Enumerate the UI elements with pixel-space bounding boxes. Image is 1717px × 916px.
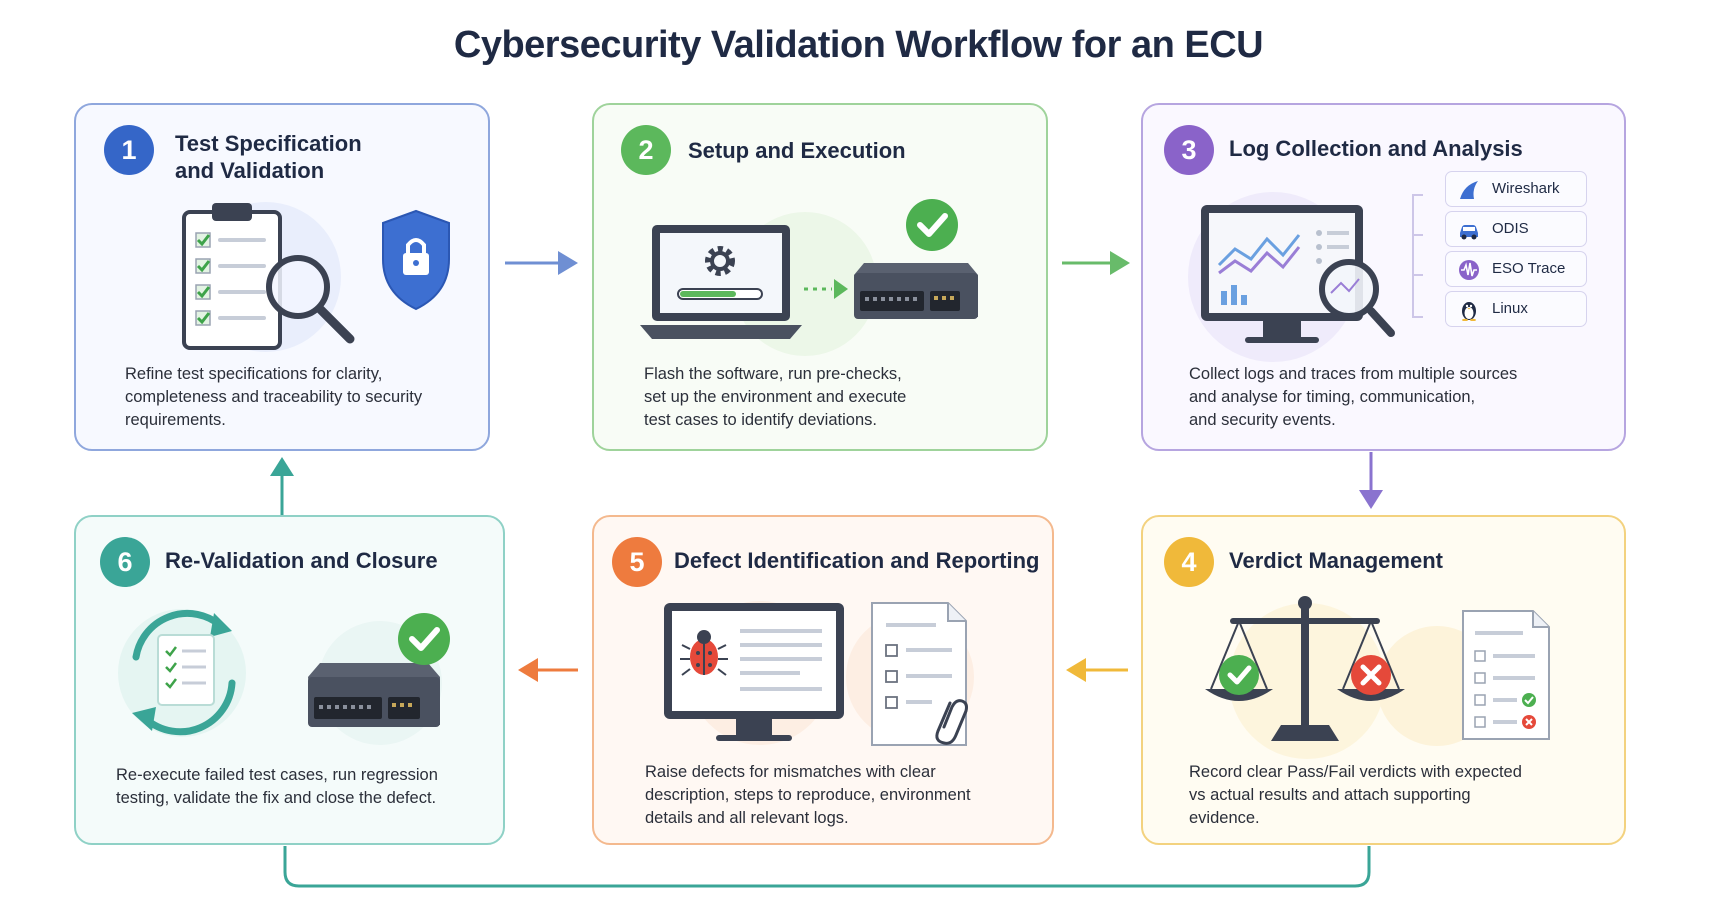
- step-description: Raise defects for mismatches with clear …: [645, 761, 971, 830]
- loop-connector: [283, 846, 1371, 888]
- desc-line: Re-execute failed test cases, run regres…: [116, 766, 438, 784]
- clipboard-checklist-icon: [182, 203, 282, 350]
- paperclip-icon: [935, 699, 968, 745]
- step-illustration: [1188, 192, 1395, 362]
- desc-line: and security events.: [1189, 411, 1336, 429]
- arrow-5-to-6: [518, 658, 578, 682]
- desc-line: completeness and traceability to securit…: [125, 388, 423, 406]
- fail-cross-icon: [1351, 655, 1391, 695]
- step-title: Test Specification and Validation: [175, 130, 362, 184]
- step-description: Refine test specifications for clarity, …: [125, 363, 422, 432]
- step-card-6: 6 Re-Validation and Closure: [74, 515, 505, 845]
- step-card-1: 1 Test Specification and Validation: [74, 103, 490, 451]
- step-illustration: [664, 601, 974, 746]
- tool-label: Wireshark: [1492, 180, 1560, 197]
- tool-list: Wireshark ODIS ESO Trace: [1445, 171, 1587, 331]
- step-title: Setup and Execution: [688, 138, 906, 163]
- desc-line: and analyse for timing, communication,: [1189, 388, 1476, 406]
- monitor-bug-icon: [664, 603, 844, 741]
- desc-line: testing, validate the fix and close the …: [116, 789, 437, 807]
- step-title: Verdict Management: [1229, 548, 1443, 573]
- desc-line: evidence.: [1189, 809, 1260, 827]
- check-circle-icon: [398, 613, 450, 665]
- step-description: Collect logs and traces from multiple so…: [1189, 363, 1517, 432]
- arrow-6-to-1: [270, 457, 294, 516]
- desc-line: set up the environment and execute: [644, 388, 907, 406]
- pass-check-icon: [1219, 655, 1259, 695]
- car-icon: [1460, 225, 1478, 240]
- arrow-4-to-5: [1066, 658, 1128, 682]
- step-number-badge: 6: [100, 537, 150, 587]
- step-illustration: [640, 199, 978, 356]
- step-title-line: and Validation: [175, 158, 325, 183]
- step-number-badge: 1: [104, 125, 154, 175]
- step-illustration: [1205, 596, 1550, 759]
- tool-item-wireshark: Wireshark: [1445, 171, 1587, 207]
- wireshark-fin-icon: [1460, 181, 1478, 199]
- tool-item-odis: ODIS: [1445, 211, 1587, 247]
- ecu-device-icon: [308, 663, 440, 727]
- desc-line: details and all relevant logs.: [645, 809, 849, 827]
- step-number-badge: 2: [621, 125, 671, 175]
- step-card-4: 4 Verdict Management: [1141, 515, 1626, 845]
- step-description: Re-execute failed test cases, run regres…: [116, 764, 438, 810]
- progress-bar-icon: [677, 288, 763, 300]
- tool-bracket: [1412, 194, 1423, 318]
- desc-line: Refine test specifications for clarity,: [125, 365, 383, 383]
- arrow-2-to-3: [1062, 251, 1130, 275]
- verdict-document-icon: [1462, 610, 1550, 740]
- waveform-icon: [1459, 260, 1479, 280]
- desc-line: Record clear Pass/Fail verdicts with exp…: [1189, 763, 1522, 781]
- step-title: Defect Identification and Reporting: [674, 548, 1040, 573]
- arrow-1-to-2: [505, 251, 578, 275]
- tool-item-linux: Linux: [1445, 291, 1587, 327]
- shield-lock-icon: [382, 209, 450, 311]
- step-number-badge: 5: [612, 537, 662, 587]
- step-title-line: Test Specification: [175, 131, 362, 156]
- step-card-3: 3 Log Collection and Analysis Wires: [1141, 103, 1626, 451]
- checklist-icon: [157, 634, 215, 706]
- diagram-title: Cybersecurity Validation Workflow for an…: [453, 24, 1264, 66]
- desc-line: vs actual results and attach supporting: [1189, 786, 1471, 804]
- step-illustration: [118, 609, 450, 745]
- magnifier-icon: [266, 255, 355, 344]
- laptop-gear-icon: [640, 225, 802, 339]
- cycle-arrows-icon: [132, 609, 236, 736]
- step-number-badge: 3: [1164, 125, 1214, 175]
- tool-item-eso-trace: ESO Trace: [1445, 251, 1587, 287]
- desc-line: Collect logs and traces from multiple so…: [1189, 365, 1518, 383]
- desc-line: description, steps to reproduce, environ…: [645, 786, 971, 804]
- step-illustration: [182, 202, 450, 352]
- desc-line: test cases to identify deviations.: [644, 411, 877, 429]
- desc-line: Raise defects for mismatches with clear: [645, 763, 936, 781]
- step-number-badge: 4: [1164, 537, 1214, 587]
- tool-label: ODIS: [1492, 220, 1529, 237]
- tool-label: ESO Trace: [1492, 260, 1566, 277]
- desc-line: Flash the software, run pre-checks,: [644, 365, 902, 383]
- step-card-5: 5 Defect Identification and Reporting: [592, 515, 1054, 845]
- report-document-icon: [871, 602, 967, 746]
- step-card-2: 2 Setup and Execution: [592, 103, 1048, 451]
- arrow-3-to-4: [1359, 452, 1383, 509]
- step-title: Re-Validation and Closure: [165, 548, 438, 573]
- desc-line: requirements.: [125, 411, 226, 429]
- penguin-icon: [1462, 302, 1476, 321]
- magnifier-icon: [1319, 259, 1395, 337]
- check-circle-icon: [906, 199, 958, 251]
- tool-label: Linux: [1492, 300, 1528, 317]
- ecu-device-icon: [854, 263, 978, 319]
- step-title: Log Collection and Analysis: [1229, 136, 1523, 161]
- step-description: Flash the software, run pre-checks, set …: [644, 363, 906, 432]
- step-description: Record clear Pass/Fail verdicts with exp…: [1189, 761, 1522, 830]
